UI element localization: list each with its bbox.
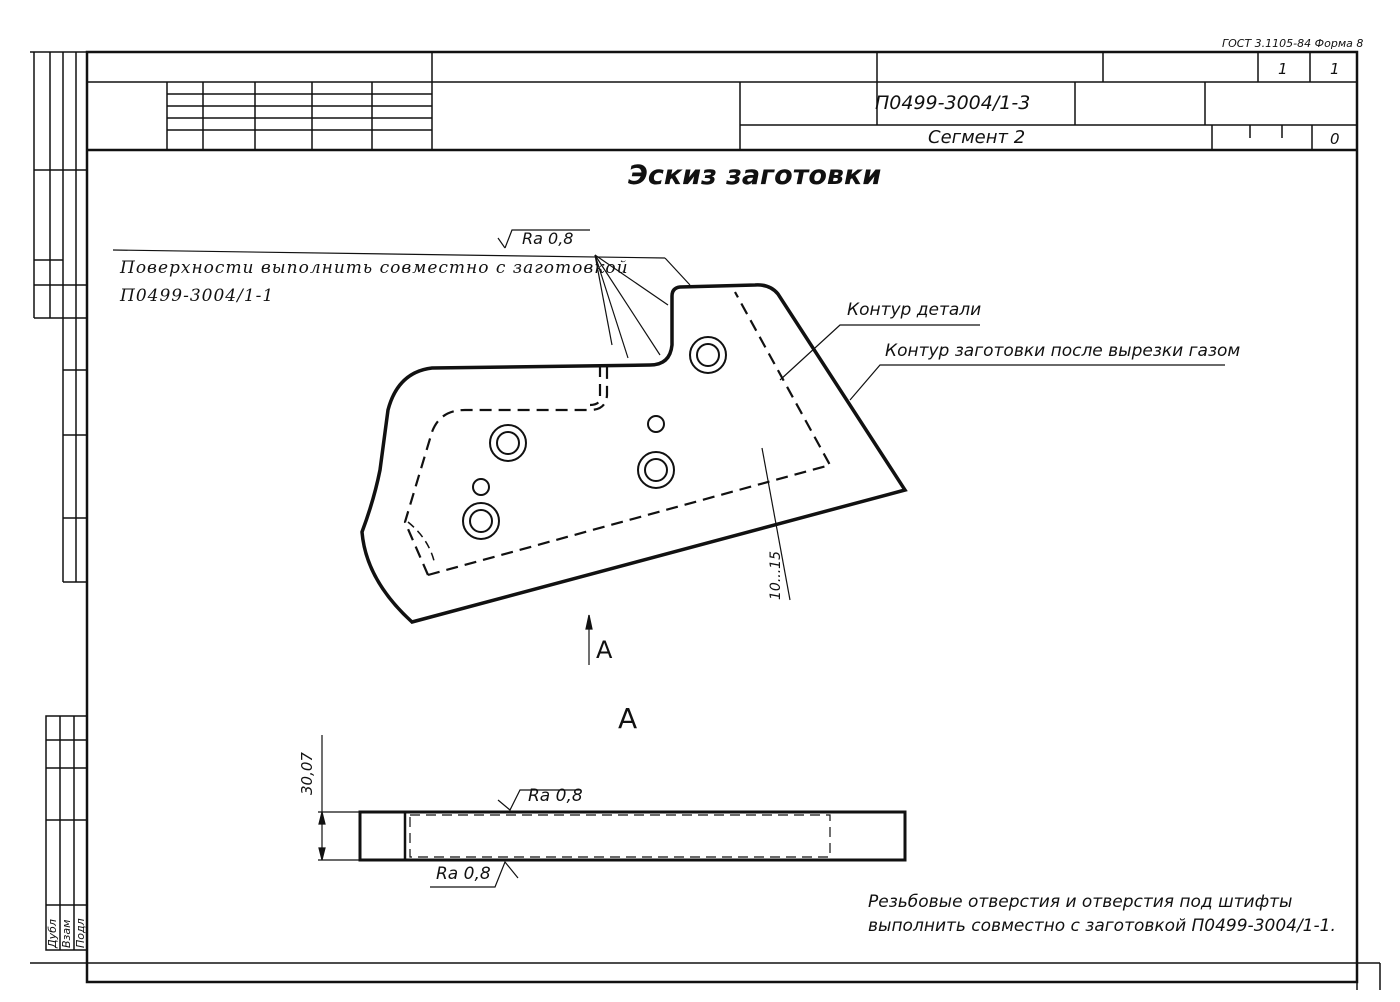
holes (462, 336, 727, 540)
document-code: П0499-3004/1-3 (875, 92, 1031, 114)
leaders (112, 229, 1225, 888)
label-blank-contour: Контур заготовки после вырезки газом (885, 341, 1241, 361)
note-line2: выполнить совместно с заготовкой П0499-3… (868, 916, 1336, 936)
drawing-title: Эскиз заготовки (628, 160, 882, 191)
sheet-number: 1 (1278, 60, 1288, 78)
roughness-side-bottom: Ra 0,8 (436, 864, 491, 884)
title-block (87, 52, 1357, 152)
part-contour (403, 291, 832, 577)
roughness-side-top: Ra 0,8 (528, 786, 583, 806)
handwritten-note-line2: П0499-3004/1-1 (120, 286, 275, 306)
label-part-contour: Контур детали (847, 300, 982, 320)
view-arrow-label: A (596, 636, 613, 664)
sheets-count: 1 (1330, 60, 1340, 78)
blank-contour (360, 283, 908, 624)
form-label: ГОСТ 3.1105-84 Форма 8 (1222, 37, 1364, 50)
roughness-top: Ra 0,8 (522, 229, 574, 248)
view-title: A (618, 702, 638, 735)
stamp-label-podl: Подл (74, 918, 87, 948)
left-stamp-top (33, 52, 87, 583)
handwritten-note-line1: Поверхности выполнить совместно с загото… (120, 258, 629, 278)
note-line1: Резьбовые отверстия и отверстия под штиф… (868, 892, 1293, 912)
stamp-label-dubl: Дубл (46, 919, 59, 948)
dimension-thickness: 30,07 (298, 752, 316, 795)
part-name: Сегмент 2 (928, 127, 1026, 148)
operation-number: 0 (1330, 130, 1340, 148)
left-stamp-bottom (45, 715, 88, 951)
stamp-label-vzam: Взам (60, 919, 73, 948)
dimension-allowance: 10...15 (768, 551, 784, 600)
sheet-frame (85, 50, 1359, 984)
